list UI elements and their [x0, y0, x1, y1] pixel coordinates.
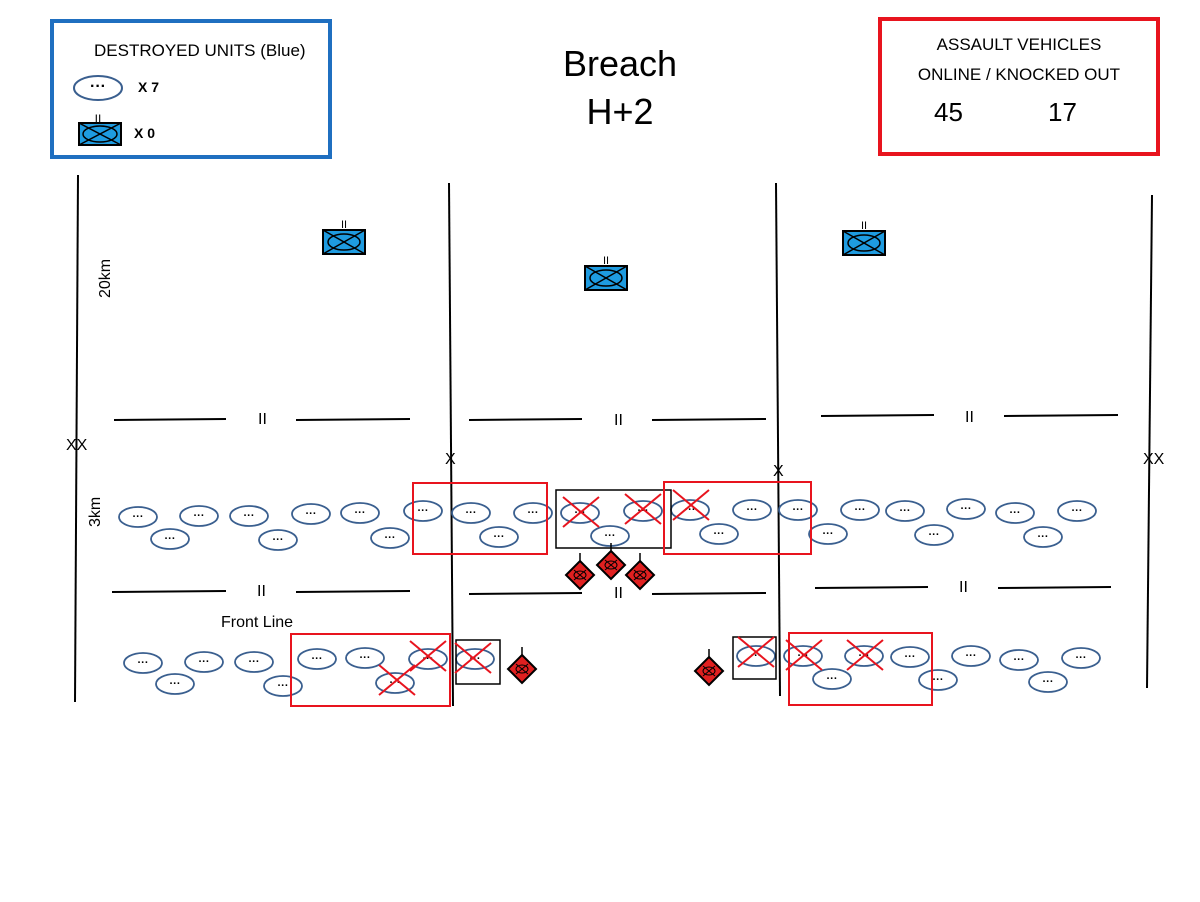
battalion-label: II: [614, 412, 623, 429]
vehicles-knocked-out-count: 17: [1048, 97, 1077, 127]
assault-vehicles-title: ASSAULT VEHICLES: [936, 35, 1102, 54]
title-line-1: Breach: [562, 43, 678, 84]
assault-vehicles-panel: ASSAULT VEHICLES ONLINE / KNOCKED OUT 45…: [878, 17, 1160, 156]
infantry-unit-icon: [73, 75, 123, 101]
division-boundary-right-label: XX: [1143, 451, 1165, 468]
brigade-boundary-left-label: X: [445, 451, 456, 468]
enemy-units: [507, 542, 724, 686]
battalion-label: II: [959, 579, 968, 596]
legend-title: DESTROYED UNITS (Blue): [94, 41, 306, 60]
phase-lines: [111, 414, 1119, 595]
armor-battalion-icon: [322, 218, 366, 255]
front-line-units: [123, 645, 1101, 697]
depth-20km-label: 20km: [97, 259, 114, 298]
second-echelon-units: [118, 498, 1097, 551]
battalion-label: II: [965, 409, 974, 426]
armor-destroyed-count: X 0: [134, 125, 156, 141]
destroyed-units-legend: DESTROYED UNITS (Blue) ··· II X 7 X 0: [50, 19, 332, 159]
brigade-boundary-right-label: X: [773, 463, 784, 480]
breach-highlight-boxes: [290, 481, 933, 707]
engaged-unit-frames: [455, 489, 777, 685]
echelon-mark: II: [95, 112, 102, 126]
armor-battalion-icon: [584, 254, 628, 291]
front-line-label: Front Line: [221, 614, 293, 631]
battalion-label: II: [257, 583, 266, 600]
title-line-2: H+2: [586, 91, 654, 132]
armor-battalion-icon: II: [78, 112, 122, 146]
svg-text:···: ···: [90, 78, 106, 95]
page-title: Breach H+2: [520, 40, 720, 136]
sector-boundaries: [74, 174, 1153, 707]
division-boundary-left-label: XX: [66, 437, 88, 454]
vehicles-online-count: 45: [934, 97, 963, 127]
assault-vehicles-columns: ONLINE / KNOCKED OUT: [917, 65, 1121, 84]
legend-icons: ··· II: [73, 75, 123, 146]
depth-3km-label: 3km: [87, 497, 104, 527]
battalion-label: II: [614, 585, 623, 602]
armor-battalion-icon: [842, 219, 886, 256]
battalion-label: II: [258, 411, 267, 428]
infantry-destroyed-count: X 7: [138, 79, 160, 95]
